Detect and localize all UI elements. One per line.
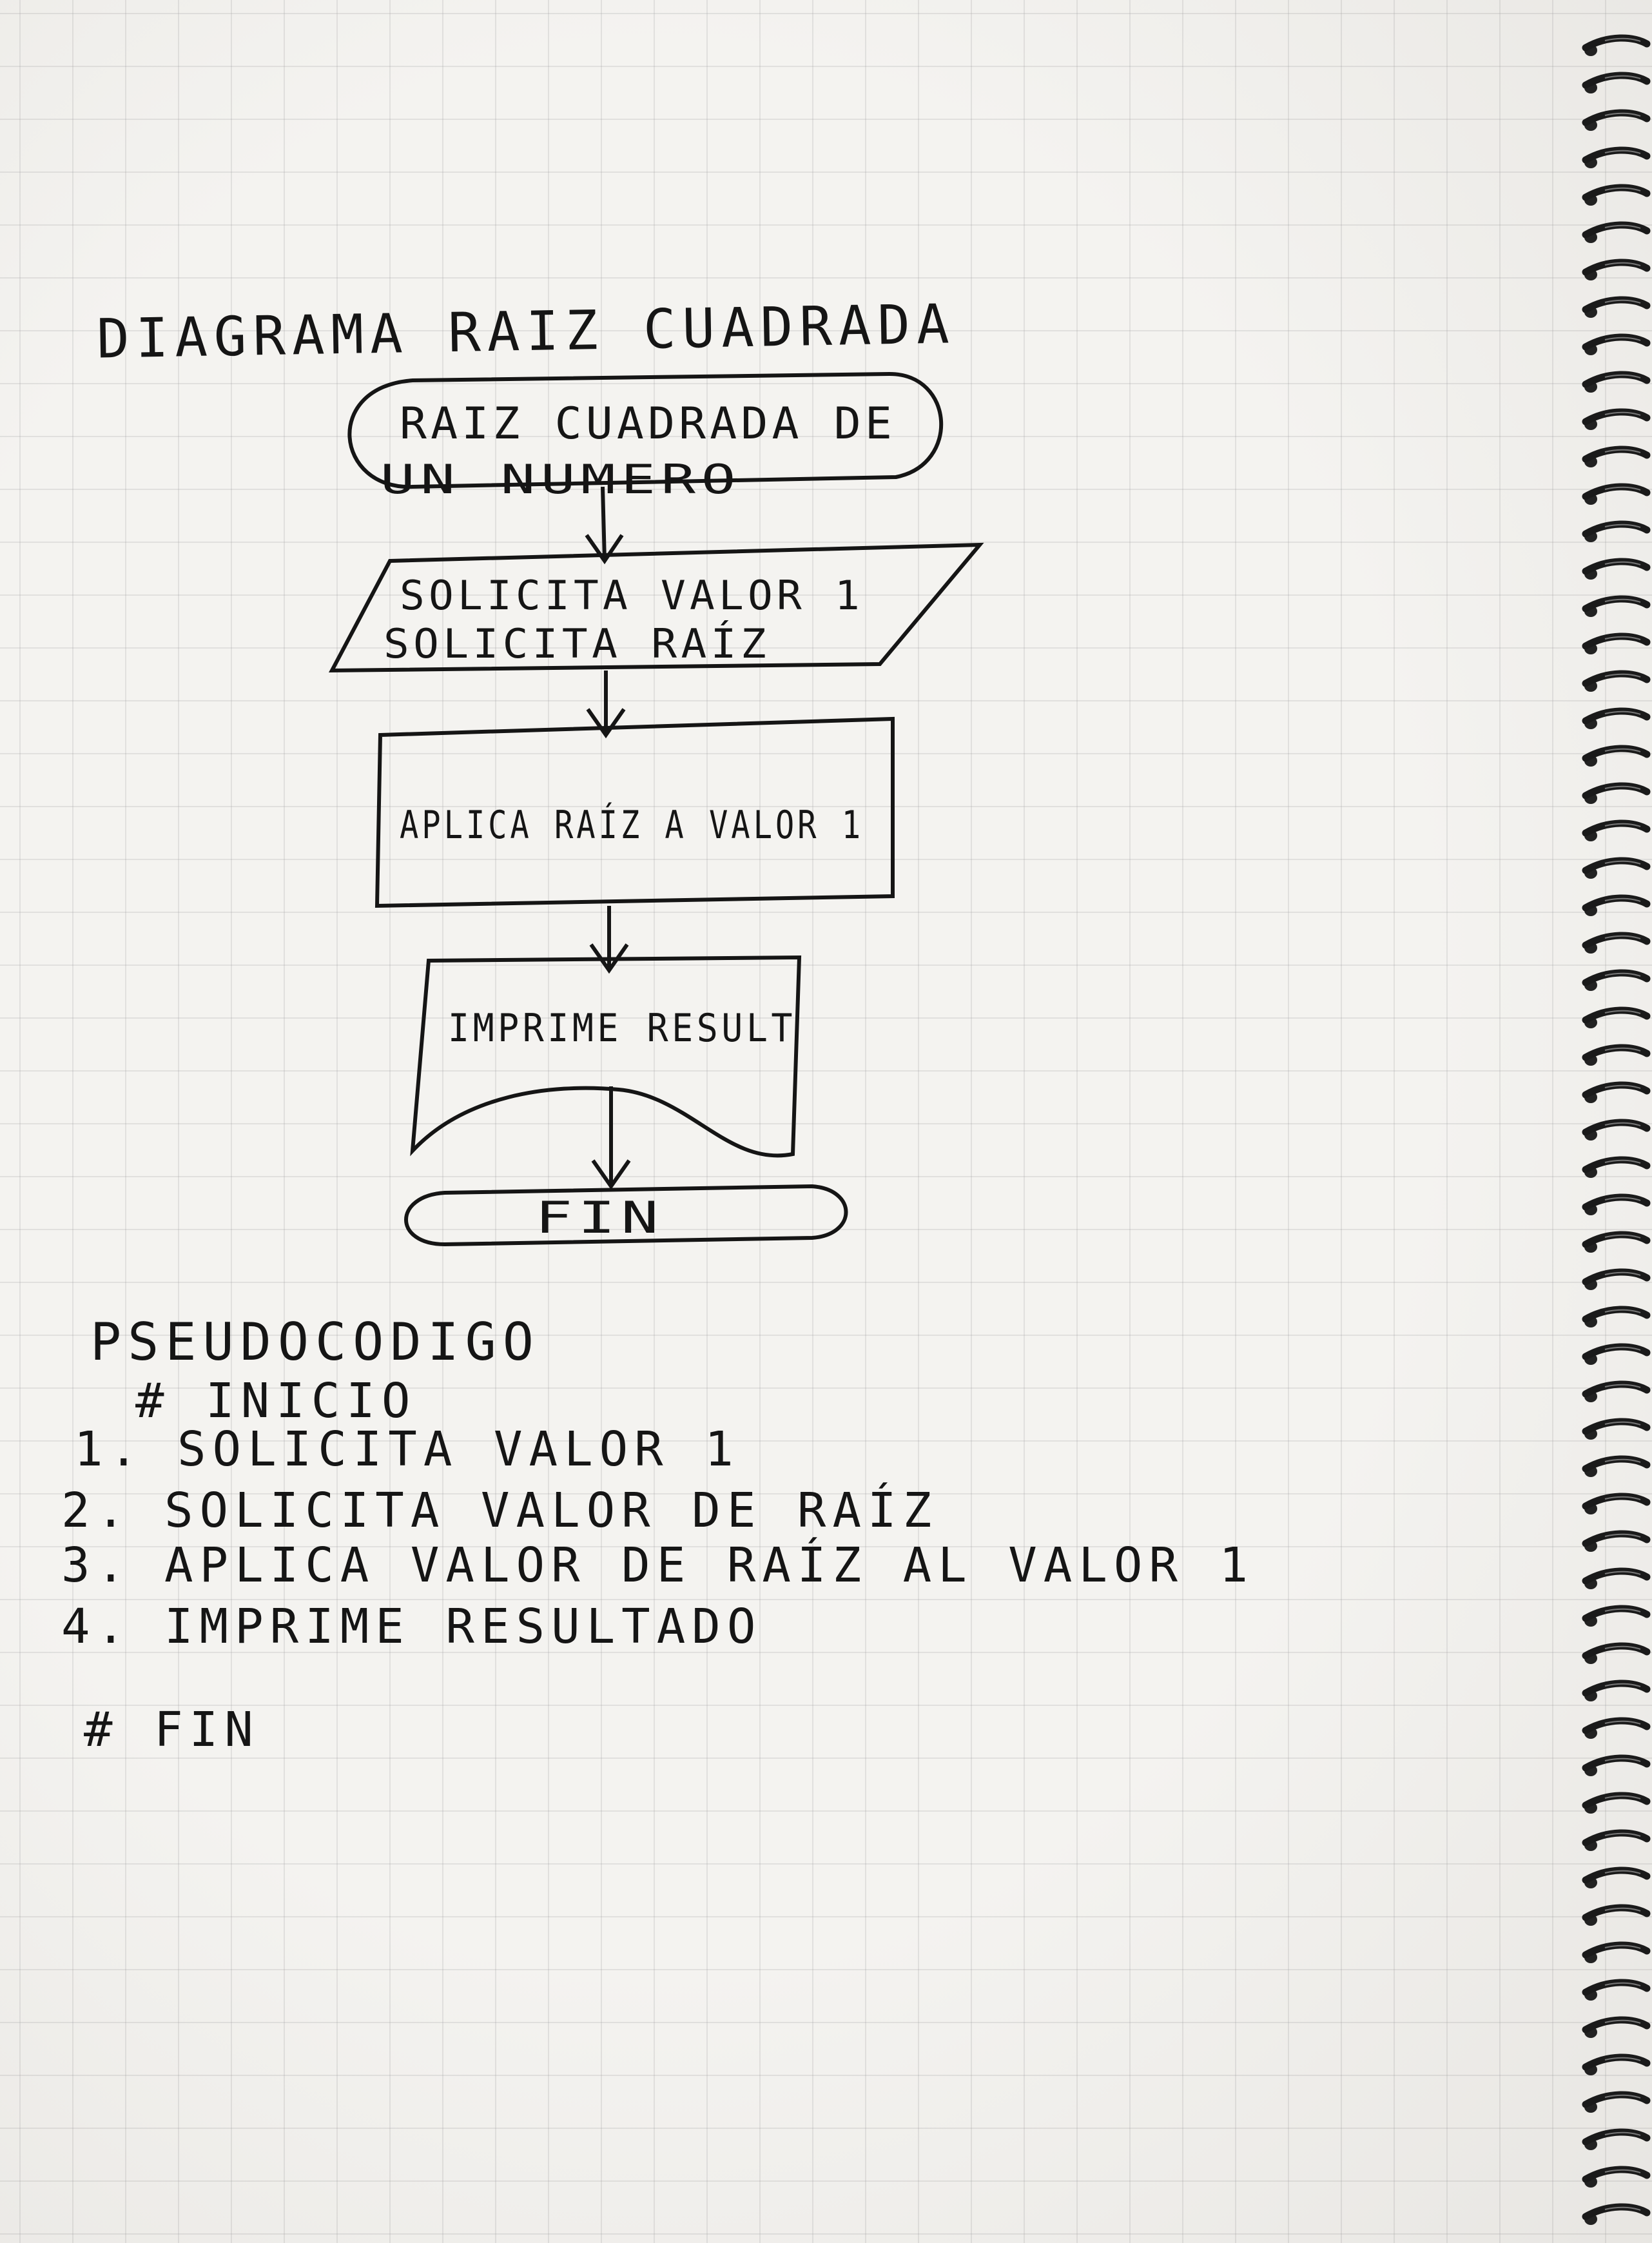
spiral-coil (1582, 296, 1651, 318)
spiral-coil (1582, 595, 1651, 617)
spiral-coil (1582, 1979, 1651, 2001)
spiral-coil (1582, 1493, 1651, 1514)
spiral-coil (1582, 782, 1651, 804)
spiral-coil (1582, 371, 1651, 393)
spiral-coil (1582, 184, 1651, 206)
end-terminal: FIN (404, 1184, 848, 1247)
spiral-coil (1582, 34, 1651, 56)
spiral-coil (1582, 1829, 1651, 1851)
spiral-coil (1582, 483, 1651, 505)
spiral-coil (1582, 1717, 1651, 1739)
arrow-4 (591, 1086, 631, 1190)
step-text: SOLICITA VALOR DE RAÍZ (164, 1483, 938, 1538)
spiral-coil (1582, 2091, 1651, 2113)
spiral-coil (1582, 1605, 1651, 1627)
start-terminal-line1: RAIZ CUADRADA DE (400, 398, 896, 449)
pseudocode-heading: PSEUDOCODIGO (90, 1312, 540, 1372)
pseudocode-step: 2. SOLICITA VALOR DE RAÍZ (61, 1483, 938, 1538)
spiral-coil (1582, 1306, 1651, 1327)
spiral-coil (1582, 894, 1651, 916)
process-box-shape (374, 716, 895, 908)
spiral-coil (1582, 333, 1651, 355)
start-terminal-line2: UN NUMERO (380, 456, 741, 503)
step-number: 3. (61, 1538, 132, 1593)
spiral-coil (1582, 1380, 1651, 1402)
step-number: 1. (74, 1422, 145, 1477)
start-terminal: RAIZ CUADRADA DE UN NUMERO (347, 371, 944, 503)
step-text: SOLICITA VALOR 1 (177, 1422, 740, 1477)
spiral-coil (1582, 1941, 1651, 1963)
pseudocode-step: 1. SOLICITA VALOR 1 (74, 1422, 740, 1477)
spiral-coil (1582, 72, 1651, 93)
spiral-coil (1582, 408, 1651, 430)
spiral-coil (1582, 745, 1651, 767)
spiral-coil (1582, 1792, 1651, 1814)
step-text: APLICA VALOR DE RAÍZ AL VALOR 1 (164, 1538, 1255, 1593)
input-line2: SOLICITA RAÍZ (384, 620, 770, 667)
spiral-coil (1582, 2053, 1651, 2075)
start-terminal-shape (347, 371, 944, 489)
spiral-coil (1582, 1754, 1651, 1776)
spiral-coil (1582, 2128, 1651, 2150)
spiral-coil (1582, 1418, 1651, 1440)
spiral-coil (1582, 1866, 1651, 1888)
spiral-coil (1582, 1156, 1651, 1178)
spiral-coil (1582, 857, 1651, 879)
pseudocode-start: # INICIO (135, 1373, 417, 1429)
spiral-coil (1582, 109, 1651, 131)
spiral-coil (1582, 932, 1651, 954)
spiral-coil (1582, 819, 1651, 841)
pseudocode-step: 3. APLICA VALOR DE RAÍZ AL VALOR 1 (61, 1538, 1254, 1593)
spiral-coil (1582, 1119, 1651, 1141)
spiral-coil (1582, 1268, 1651, 1290)
end-label: FIN (535, 1193, 664, 1244)
spiral-coil (1582, 1642, 1651, 1664)
pseudocode-step: 4. IMPRIME RESULTADO (61, 1599, 762, 1654)
pseudocode-end: # FIN (84, 1702, 260, 1758)
spiral-coil (1582, 1455, 1651, 1477)
output-box: IMPRIME RESULT (410, 955, 802, 1158)
spiral-coil (1582, 1567, 1651, 1589)
spiral-coil (1582, 1680, 1651, 1701)
spiral-coil (1582, 969, 1651, 991)
step-text: IMPRIME RESULTADO (164, 1599, 763, 1654)
arrow-1 (585, 486, 624, 565)
end-terminal-shape (404, 1184, 848, 1247)
process-label: APLICA RAÍZ A VALOR 1 (400, 801, 864, 848)
arrow-2 (586, 671, 626, 739)
spiral-coil (1582, 221, 1651, 243)
spiral-coil (1582, 2203, 1651, 2225)
spiral-coil (1582, 2166, 1651, 2188)
spiral-coil (1582, 1904, 1651, 1926)
spiral-coil (1582, 1193, 1651, 1215)
spiral-coil (1582, 670, 1651, 692)
spiral-coil (1582, 1044, 1651, 1066)
input-box-shape (328, 542, 984, 673)
spiral-coil (1582, 1006, 1651, 1028)
output-box-shape (410, 955, 802, 1158)
spiral-coil (1582, 446, 1651, 467)
spiral-coil (1582, 2016, 1651, 2038)
spiral-coil (1582, 558, 1651, 580)
process-box: APLICA RAÍZ A VALOR 1 (374, 716, 895, 908)
spiral-coil (1582, 146, 1651, 168)
step-number: 4. (61, 1599, 132, 1654)
spiral-coil (1582, 1231, 1651, 1253)
input-line1: SOLICITA VALOR 1 (400, 572, 864, 619)
spiral-coil (1582, 1530, 1651, 1552)
spiral-coil (1582, 632, 1651, 654)
output-label: IMPRIME RESULT (448, 1006, 796, 1051)
spiral-coil (1582, 707, 1651, 729)
spiral-coil (1582, 259, 1651, 280)
spiral-coil (1582, 520, 1651, 542)
step-number: 2. (61, 1483, 132, 1538)
spiral-coil (1582, 1343, 1651, 1365)
spiral-coil (1582, 1081, 1651, 1103)
input-box: SOLICITA VALOR 1 SOLICITA RAÍZ (328, 542, 984, 673)
spiral-binding (1582, 34, 1651, 2225)
